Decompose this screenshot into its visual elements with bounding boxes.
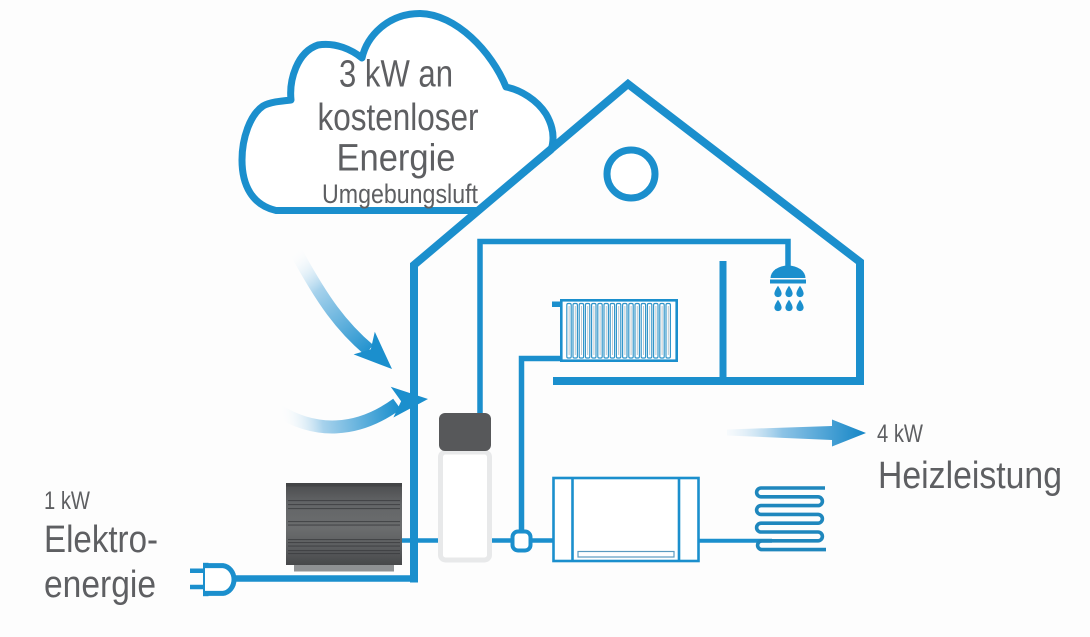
- svg-text:Energie: Energie: [337, 138, 456, 180]
- svg-text:Heizleistung: Heizleistung: [878, 455, 1062, 497]
- svg-text:1 kW: 1 kW: [44, 487, 90, 515]
- svg-text:Elektro-: Elektro-: [44, 519, 158, 561]
- svg-text:3 kW an: 3 kW an: [339, 54, 453, 96]
- svg-text:kostenloser: kostenloser: [318, 97, 479, 139]
- svg-text:Umgebungsluft: Umgebungsluft: [322, 179, 478, 209]
- svg-text:4 kW: 4 kW: [877, 420, 923, 448]
- svg-text:energie: energie: [44, 564, 156, 606]
